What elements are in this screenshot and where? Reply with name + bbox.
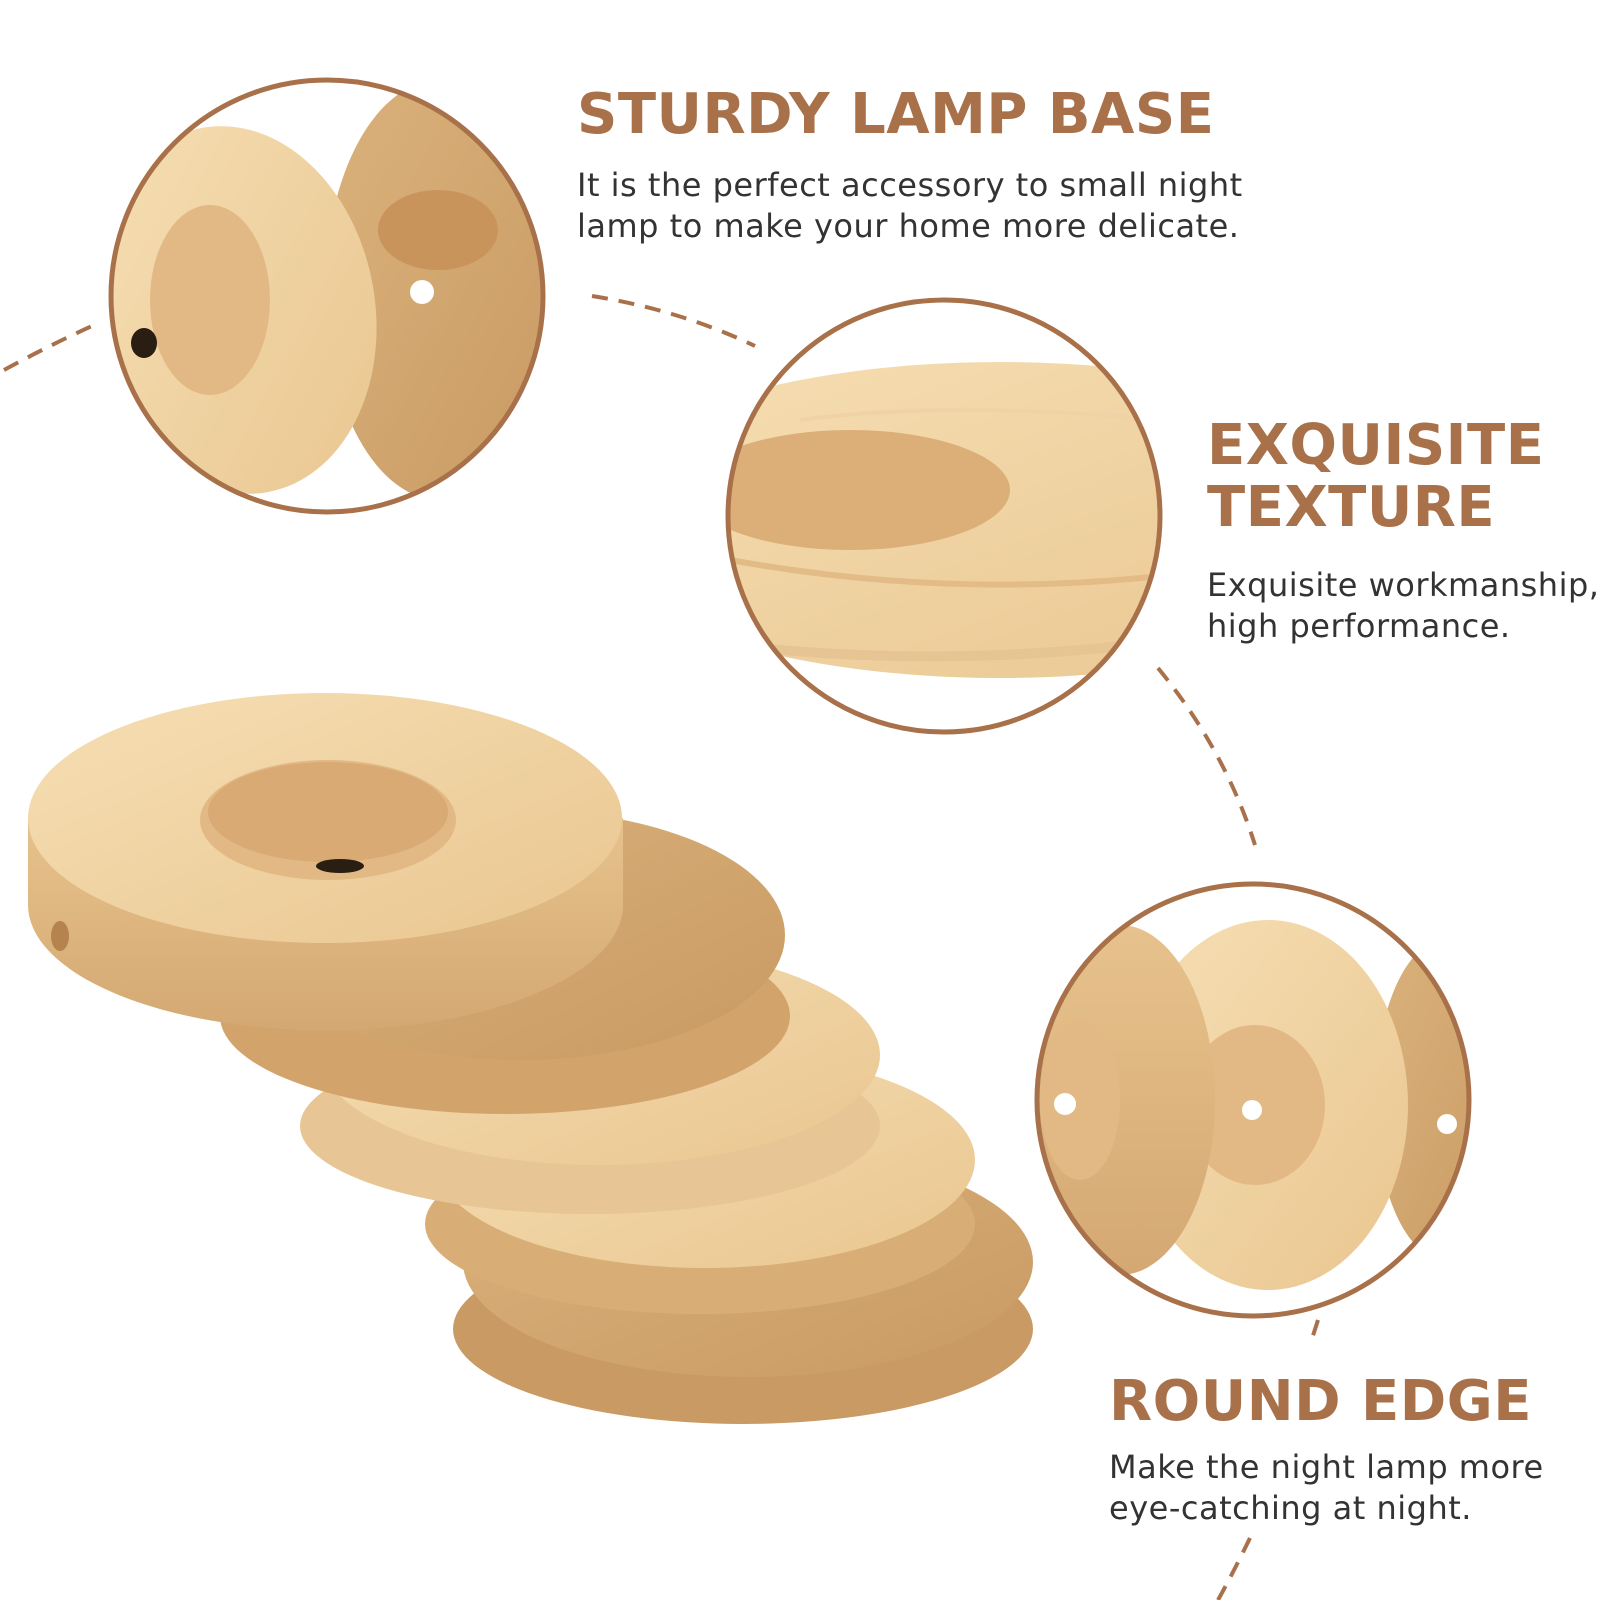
feature-desc-line: Exquisite workmanship, [1207, 566, 1600, 604]
feature-desc-line: high performance. [1207, 607, 1511, 645]
side-wire-hole [51, 921, 69, 951]
dashed-line-left [3, 324, 93, 372]
lamp-base-1 [28, 693, 623, 1031]
center-hole [316, 859, 364, 873]
edge-hole-left [1054, 1093, 1076, 1115]
edge-hole-right [1437, 1114, 1457, 1134]
feature-desc-line: lamp to make your home more delicate. [577, 207, 1240, 245]
dashed-line-bottom [1308, 1319, 1320, 1346]
dashed-line-bottom-right [1216, 1537, 1252, 1600]
back-disc [325, 80, 543, 500]
feature-desc-texture: Exquisite workmanship, high performance. [1207, 565, 1599, 647]
feature-desc-line: eye-catching at night. [1109, 1489, 1472, 1527]
closeup-sturdy-base [108, 77, 546, 515]
dashed-line-top [591, 294, 756, 348]
feature-desc-line: Make the night lamp more [1109, 1448, 1544, 1486]
dashed-line-middle [1156, 666, 1257, 846]
feature-desc-line: It is the perfect accessory to small nig… [577, 166, 1243, 204]
feature-desc-round-edge: Make the night lamp more eye-catching at… [1109, 1447, 1544, 1529]
dashed-connectors [3, 294, 1320, 1600]
closeup-round-edge [1034, 881, 1472, 1319]
closeup-texture [725, 297, 1163, 735]
feature-title-round-edge: ROUND EDGE [1109, 1369, 1533, 1434]
lamp-base-stack [28, 693, 1033, 1424]
feature-title-sturdy-base: STURDY LAMP BASE [577, 82, 1215, 147]
wire-hole [131, 328, 157, 358]
side-hole [410, 280, 434, 304]
feature-title-texture-line2: TEXTURE [1207, 475, 1496, 540]
edge-hole-center [1242, 1100, 1262, 1120]
feature-desc-sturdy-base: It is the perfect accessory to small nig… [577, 165, 1243, 247]
feature-title-texture-line1: EXQUISITE [1207, 413, 1545, 478]
